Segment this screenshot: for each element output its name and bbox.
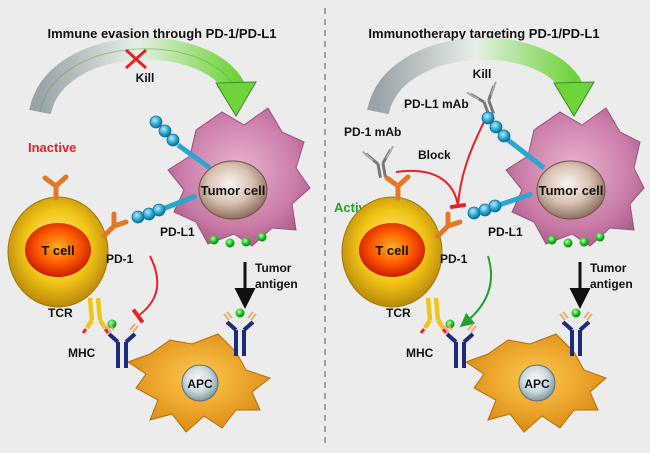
right-panel-title: Immunotherapy targeting PD-1/PD-L1: [368, 26, 599, 41]
right-tcr-label: TCR: [386, 306, 411, 320]
pdl1-receptor-left: [131, 193, 197, 224]
right-pd1-label: PD-1: [440, 252, 468, 266]
left-apc-label: APC: [187, 377, 213, 391]
left-panel-title: Immune evasion through PD-1/PD-L1: [48, 26, 277, 41]
left-mhc-label: MHC: [68, 346, 96, 360]
t-cell-nucleus: [25, 223, 91, 277]
left-kill-label: Kill: [136, 71, 155, 85]
left-t-cell-label: T cell: [41, 243, 74, 258]
pdl1-receptor-top: [149, 115, 212, 171]
kill-arrow-head-right: [553, 81, 595, 117]
block-label: Block: [418, 148, 451, 162]
right-tumor-cell-label: Tumor cell: [539, 183, 604, 198]
pd1-receptor-top: [42, 174, 69, 201]
pd1-receptor-side-right: [435, 211, 463, 239]
right-mhc-label: MHC: [406, 346, 434, 360]
left-tcr-label: TCR: [48, 306, 73, 320]
pdl1-mab-label: PD-L1 mAb: [404, 97, 469, 111]
right-apc-label: APC: [524, 377, 550, 391]
left-panel: Immune evasion through PD-1/PD-L1 Kill I…: [7, 26, 311, 433]
right-pdl1-label: PD-L1: [488, 225, 523, 239]
left-pd1-label: PD-1: [106, 252, 134, 266]
left-pdl1-label: PD-L1: [160, 225, 195, 239]
pd1-antibody-icon: [361, 144, 400, 182]
kill-arrow-head: [215, 81, 257, 117]
tumor-nucleus: [198, 160, 268, 220]
right-tumor-antigen-line1: Tumor: [590, 261, 627, 275]
mhc-bound-antigen: [235, 308, 245, 318]
mhc-bound-antigen-right: [571, 308, 581, 318]
t-cell-nucleus-right: [359, 223, 425, 277]
right-panel: Immunotherapy targeting PD-1/PD-L1 Kill …: [334, 26, 645, 433]
block-line-pd1: [395, 169, 467, 210]
inhibition-line: [131, 255, 159, 324]
pdl1-receptor-top-right: [481, 111, 546, 170]
tumor-nucleus-right: [536, 160, 606, 220]
tcr-receptor-right: [421, 298, 446, 333]
left-tumor-antigen-line1: Tumor: [255, 261, 292, 275]
left-tumor-cell-label: Tumor cell: [201, 183, 266, 198]
activation-arrow: [459, 255, 492, 328]
apc-nucleus-right: [518, 364, 556, 402]
pdl1-receptor-left-right: [467, 191, 533, 220]
pd1-mab-label: PD-1 mAb: [344, 125, 401, 139]
block-line-pdl1: [457, 121, 485, 207]
right-kill-label: Kill: [473, 67, 492, 81]
right-t-cell-label: T cell: [375, 243, 408, 258]
kill-arrow-arc-right: [367, 37, 583, 115]
left-tumor-antigen-line2: antigen: [255, 277, 298, 291]
kill-blocked-x-icon: [124, 48, 148, 70]
tcr-receptor: [83, 298, 108, 333]
inactive-state-label: Inactive: [28, 140, 76, 155]
apc-nucleus: [181, 364, 219, 402]
right-tumor-antigen-line2: antigen: [590, 277, 633, 291]
pd1-receptor-side: [101, 211, 129, 239]
pd1-receptor-top-right: [384, 174, 411, 201]
